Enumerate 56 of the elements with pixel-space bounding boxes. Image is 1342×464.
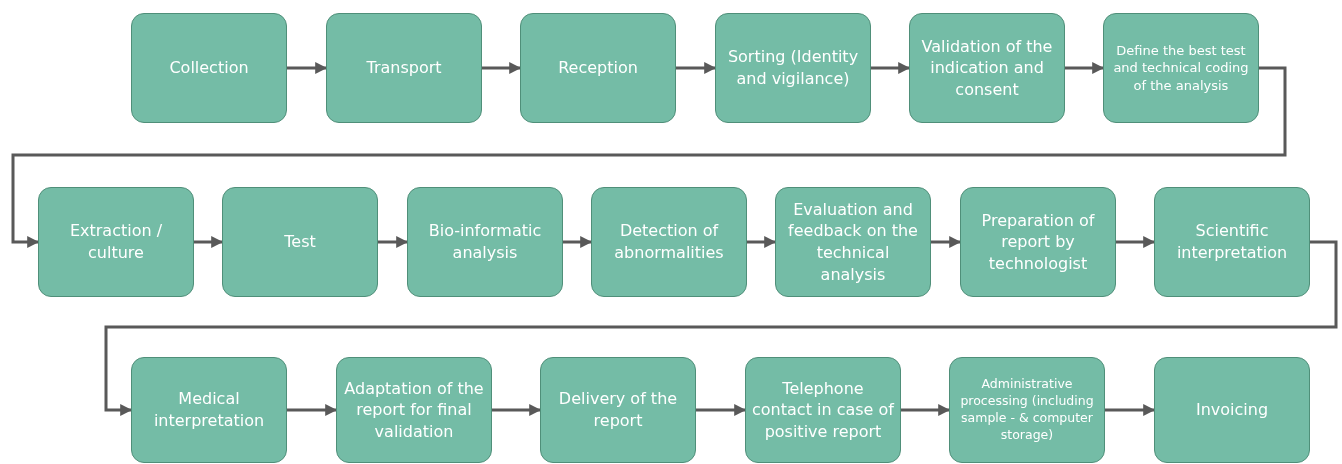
arrow (104, 240, 1338, 416)
step-label: Define the best test and technical coding of the analysis (1112, 41, 1250, 95)
arrow (563, 236, 593, 248)
arrow (482, 62, 522, 74)
step-label: Detection of abnormalities (613, 220, 725, 264)
process-box (326, 13, 482, 123)
step-label: Sorting (Identity and vigilance) (726, 46, 860, 90)
step-label: Reception (558, 57, 638, 79)
process-box (407, 187, 563, 297)
step-label: Administrative processing (including sample - & computer storage) (959, 376, 1095, 444)
process-box (1103, 13, 1259, 123)
process-box (949, 357, 1105, 463)
step-label: Delivery of the report (557, 388, 679, 432)
step-label: Test (284, 231, 316, 253)
arrow (1116, 236, 1156, 248)
step-label: Medical interpretation (152, 388, 266, 432)
process-box (540, 357, 696, 463)
arrow (378, 236, 409, 248)
process-box (909, 13, 1065, 123)
process-box (38, 187, 194, 297)
step-label: Telephone contact in case of positive report (752, 377, 894, 443)
process-box (520, 13, 676, 123)
arrow (871, 62, 911, 74)
step-label: Transport (366, 57, 442, 79)
process-box (336, 357, 492, 463)
process-box (960, 187, 1116, 297)
arrow (696, 404, 747, 416)
arrow (747, 236, 777, 248)
arrow (11, 66, 1287, 248)
arrow (931, 236, 962, 248)
step-label: Bio-informatic analysis (427, 220, 543, 264)
arrow (901, 404, 951, 416)
step-label: Extraction / culture (68, 220, 164, 264)
process-box (222, 187, 378, 297)
step-label: Evaluation and feedback on the technical analysis (787, 198, 919, 286)
step-label: Collection (169, 57, 249, 79)
process-box (591, 187, 747, 297)
process-box (1154, 187, 1310, 297)
step-label: Adaptation of the report for final validation (343, 377, 485, 443)
process-box (745, 357, 901, 463)
process-box (131, 357, 287, 463)
step-label: Invoicing (1195, 399, 1269, 421)
step-label: Scientific interpretation (1175, 220, 1289, 264)
process-box (131, 13, 287, 123)
process-box (775, 187, 931, 297)
process-box (715, 13, 871, 123)
step-label: Validation of the indication and consent (920, 35, 1054, 101)
arrow (492, 404, 542, 416)
arrow (1105, 404, 1156, 416)
arrow (287, 62, 328, 74)
process-box (1154, 357, 1310, 463)
arrow (1065, 62, 1105, 74)
arrow (287, 404, 338, 416)
arrow (676, 62, 717, 74)
arrow (194, 236, 224, 248)
step-label: Preparation of report by technologist (980, 209, 1096, 275)
